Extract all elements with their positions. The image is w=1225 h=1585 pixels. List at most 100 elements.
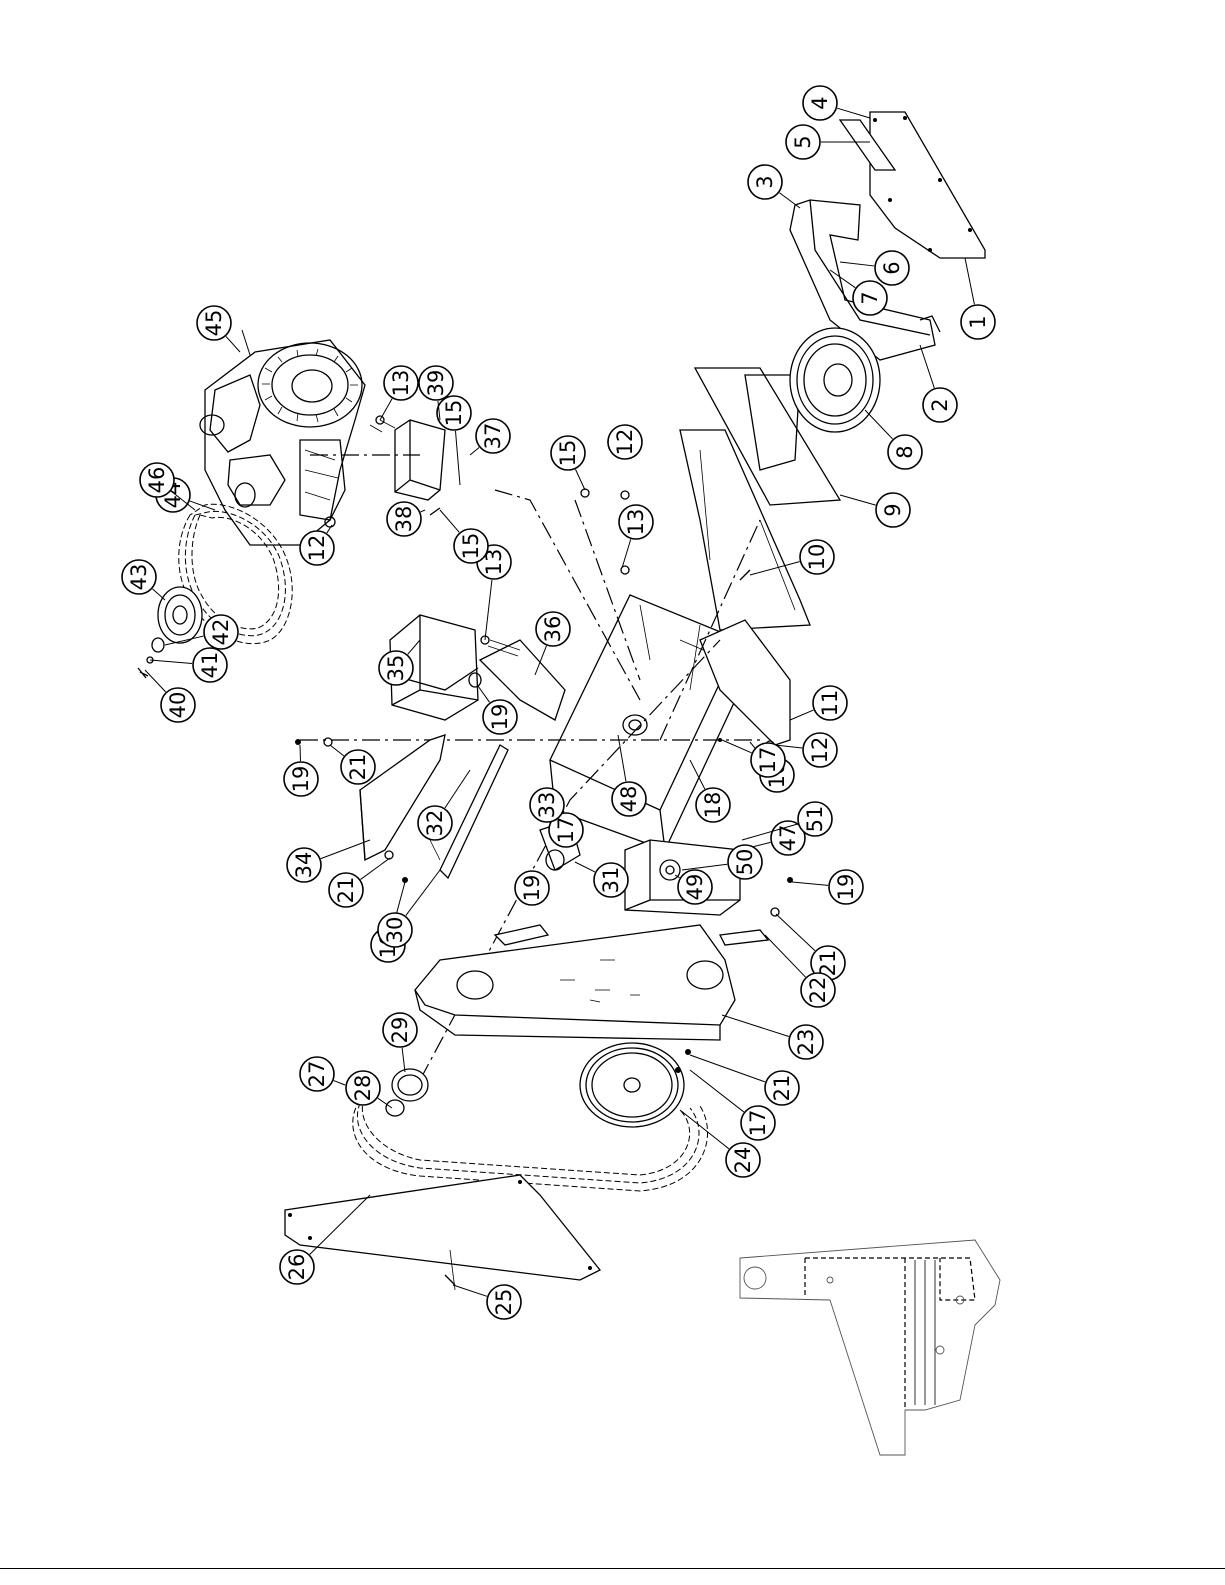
callout-number: 45 xyxy=(202,310,226,337)
callout-19: 19 xyxy=(284,745,318,796)
callout-leader xyxy=(145,670,166,692)
callout-leader xyxy=(790,710,813,720)
callout-number: 12 xyxy=(305,535,329,562)
callout-number: 17 xyxy=(756,747,780,774)
callout-15: 15 xyxy=(551,436,585,490)
callout-21: 21 xyxy=(690,1055,799,1105)
callout-19: 19 xyxy=(515,871,549,905)
callout-27: 27 xyxy=(300,1057,345,1091)
callout-leader xyxy=(779,193,800,208)
callout-number: 40 xyxy=(166,692,190,719)
callout-8: 8 xyxy=(865,410,922,469)
callout-leader xyxy=(776,914,815,951)
callout-34: 34 xyxy=(287,840,370,882)
callout-number: 4 xyxy=(808,96,832,109)
callout-number: 11 xyxy=(818,690,842,717)
callout-number: 23 xyxy=(794,1029,818,1056)
callout-number: 33 xyxy=(535,792,559,819)
callout-number: 32 xyxy=(423,810,447,837)
callout-number: 30 xyxy=(383,917,407,944)
callout-leader xyxy=(478,686,490,702)
callout-leader xyxy=(380,399,392,420)
callout-number: 39 xyxy=(424,370,448,397)
callout-37: 37 xyxy=(470,419,510,455)
callout-21: 21 xyxy=(329,858,390,907)
callout-number: 12 xyxy=(808,737,832,764)
page-bottom-rule xyxy=(0,1568,1225,1569)
callout-leader xyxy=(765,935,806,977)
callout-38: 38 xyxy=(387,502,425,536)
callout-2: 2 xyxy=(920,345,957,422)
callout-number: 15 xyxy=(442,400,466,427)
callout-leader xyxy=(455,431,460,485)
callout-leader xyxy=(152,589,165,600)
callout-leader xyxy=(690,760,705,789)
callout-number: 19 xyxy=(520,875,544,902)
callout-number: 34 xyxy=(292,852,316,879)
callout-number: 8 xyxy=(893,445,917,458)
callout-number: 43 xyxy=(127,564,151,591)
callout-number: 37 xyxy=(481,423,505,450)
callout-number: 31 xyxy=(599,867,623,894)
callout-number: 25 xyxy=(492,1289,516,1316)
callout-number: 35 xyxy=(384,655,408,682)
callout-number: 47 xyxy=(776,825,800,852)
callout-23: 23 xyxy=(722,1015,823,1059)
callout-number: 28 xyxy=(351,1075,375,1102)
callout-6: 6 xyxy=(840,251,909,285)
callout-9: 9 xyxy=(840,493,910,527)
callout-number: 19 xyxy=(289,766,313,793)
inset-detail xyxy=(740,1240,1000,1455)
callout-number: 15 xyxy=(556,440,580,467)
callout-number: 17 xyxy=(554,817,578,844)
pulley-8 xyxy=(790,328,880,432)
callout-number: 7 xyxy=(858,291,882,304)
callout-13: 13 xyxy=(380,366,418,420)
callout-number: 5 xyxy=(791,135,815,148)
callout-33: 33 xyxy=(530,788,564,822)
callout-leader xyxy=(485,580,492,640)
callout-leader xyxy=(406,870,440,916)
callout-number: 19 xyxy=(488,704,512,731)
callout-leader xyxy=(334,1081,345,1085)
callout-30: 30 xyxy=(378,870,440,947)
callout-number: 36 xyxy=(541,616,565,643)
callout-number: 50 xyxy=(733,849,757,876)
callout-leader xyxy=(840,495,876,505)
callout-13: 13 xyxy=(619,505,653,568)
callout-leader xyxy=(690,1070,744,1112)
callout-leader xyxy=(361,858,390,879)
callout-leader xyxy=(453,1285,487,1296)
callout-number: 3 xyxy=(753,175,777,188)
callout-leader xyxy=(837,108,870,118)
callout-leader xyxy=(445,770,470,808)
callout-leader xyxy=(722,740,751,753)
callout-28: 28 xyxy=(346,1071,392,1108)
callout-leader xyxy=(470,447,479,455)
callout-18: 18 xyxy=(690,760,730,822)
callout-19: 19 xyxy=(478,686,517,734)
callout-leader xyxy=(576,469,585,490)
callout-leader xyxy=(865,410,893,439)
callout-number: 19 xyxy=(834,874,858,901)
callout-number: 49 xyxy=(683,874,707,901)
callout-number: 18 xyxy=(701,792,725,819)
callout-number: 12 xyxy=(613,429,637,456)
callout-leader xyxy=(840,262,874,266)
callout-leader xyxy=(920,345,934,388)
callout-number: 21 xyxy=(334,877,358,904)
callout-leader xyxy=(321,840,370,859)
callout-number: 29 xyxy=(388,1017,412,1044)
callout-number: 22 xyxy=(806,977,830,1004)
callout-12: 12 xyxy=(607,425,642,459)
callout-leader xyxy=(722,1015,789,1036)
callout-number: 21 xyxy=(770,1075,794,1102)
fuel-tank-39 xyxy=(370,416,445,500)
callout-43: 43 xyxy=(122,560,165,600)
callout-leader xyxy=(690,1055,765,1082)
callout-25: 25 xyxy=(453,1285,521,1319)
callout-11: 11 xyxy=(790,686,847,720)
callout-29: 29 xyxy=(383,1013,417,1072)
callout-41: 41 xyxy=(150,648,227,682)
